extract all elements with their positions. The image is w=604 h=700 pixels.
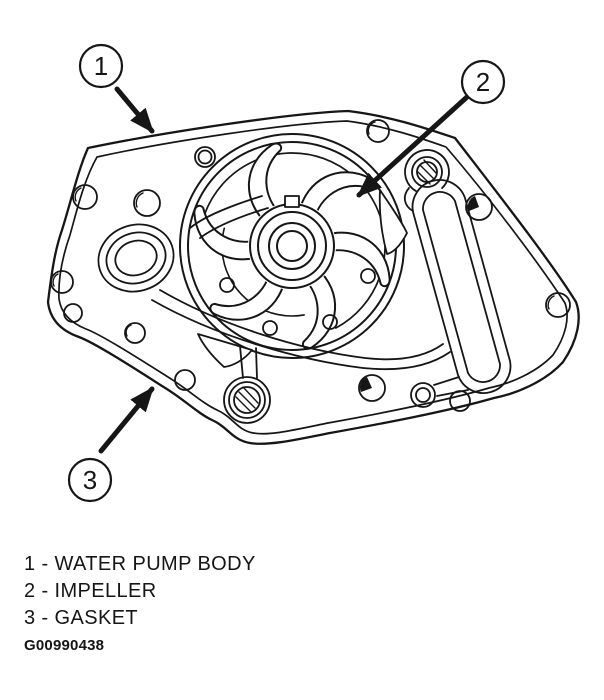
- legend-label: GASKET: [54, 607, 139, 629]
- callout-bubble-1: 1: [78, 43, 124, 89]
- legend-number: 1: [24, 553, 36, 575]
- impeller: [193, 142, 391, 350]
- water-pump-diagram: 1 2 3: [46, 43, 580, 503]
- legend-line-3: 3 - GASKET: [24, 605, 256, 632]
- callout-number-2: 2: [476, 67, 490, 97]
- gasket-loop: [97, 195, 269, 293]
- legend-number: 3: [24, 607, 36, 629]
- leader-arrows: [98, 86, 470, 454]
- leader-arrow-3: [98, 386, 155, 454]
- legend-label: IMPELLER: [54, 580, 157, 602]
- legend-separator: -: [35, 580, 55, 602]
- figure-id: G00990438: [24, 637, 105, 654]
- legend-separator: -: [35, 553, 55, 575]
- callout-bubbles: 1 2 3: [67, 43, 506, 503]
- callout-bubble-3: 3: [67, 457, 113, 503]
- screw-top-right: [403, 149, 450, 212]
- hub-keyway: [284, 195, 300, 208]
- legend-line-2: 2 - IMPELLER: [24, 578, 256, 605]
- callout-number-1: 1: [94, 51, 108, 81]
- legend: 1 - WATER PUMP BODY 2 - IMPELLER 3 - GAS…: [24, 551, 256, 654]
- impeller-hub: [248, 195, 336, 290]
- legend-separator: -: [35, 607, 55, 629]
- leader-arrow-2: [356, 94, 470, 198]
- legend-number: 2: [24, 580, 36, 602]
- leader-arrow-1: [114, 86, 155, 134]
- cutwater-wedges: [197, 189, 408, 368]
- callout-bubble-2: 2: [460, 59, 506, 105]
- bolt-holes: [50, 119, 571, 412]
- callout-number-3: 3: [83, 465, 97, 495]
- legend-line-1: 1 - WATER PUMP BODY: [24, 551, 256, 578]
- coolant-channel: [411, 179, 512, 397]
- legend-label: WATER PUMP BODY: [54, 553, 256, 575]
- gasket-band: [151, 289, 451, 379]
- screw-bottom: [223, 376, 271, 424]
